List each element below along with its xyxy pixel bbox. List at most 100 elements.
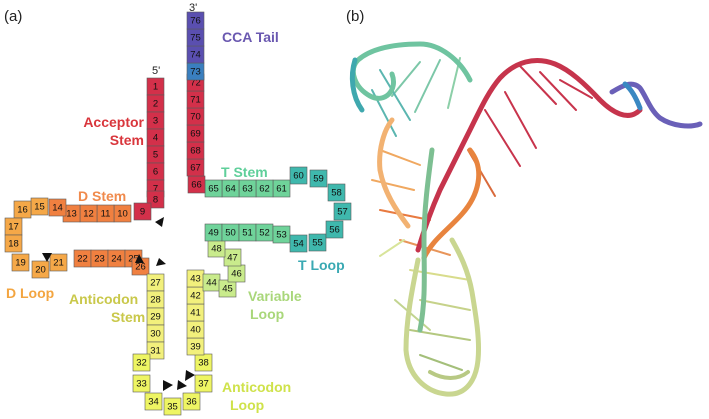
nucleotide-number-68: 68 xyxy=(190,146,201,157)
three-prime-label: 3' xyxy=(189,2,197,14)
t-loop-backbone xyxy=(349,57,365,113)
panel-label-b: (b) xyxy=(346,8,364,25)
nucleotide-number-71: 71 xyxy=(190,95,201,106)
nucleotide-number-37: 37 xyxy=(198,379,209,390)
nucleotide-52: 52 xyxy=(255,223,274,242)
nucleotide-73: 73 xyxy=(186,62,205,81)
nucleotide-number-70: 70 xyxy=(190,112,201,123)
nucleotide-53: 53 xyxy=(272,225,291,244)
trna-3d-structure xyxy=(349,41,703,397)
nucleotide-number-26: 26 xyxy=(135,262,146,273)
nucleotide-59: 59 xyxy=(309,169,328,188)
cca-73-backbone xyxy=(622,81,643,111)
panel-label-a: (a) xyxy=(4,8,22,25)
nucleotide-54: 54 xyxy=(289,234,308,253)
nucleotide-number-55: 55 xyxy=(312,238,323,249)
nucleotide-41: 41 xyxy=(186,303,205,322)
nucleotide-number-64: 64 xyxy=(225,184,236,195)
nucleotide-number-32: 32 xyxy=(136,358,147,369)
nucleotide-58: 58 xyxy=(327,183,346,202)
nucleotide-box-76 xyxy=(186,11,205,30)
nucleotide-number-53: 53 xyxy=(276,230,287,241)
nucleotide-64: 64 xyxy=(221,179,240,198)
nucleotide-40: 40 xyxy=(186,320,205,339)
nucleotide-22: 22 xyxy=(73,249,92,268)
nucleotide-box-53 xyxy=(272,225,291,244)
nucleotide-number-2: 2 xyxy=(153,99,158,110)
nucleotide-box-35 xyxy=(163,397,182,416)
nucleotide-number-28: 28 xyxy=(150,295,161,306)
nucleotide-number-43: 43 xyxy=(190,274,201,285)
nucleotide-number-30: 30 xyxy=(150,329,161,340)
nucleotide-number-73: 73 xyxy=(190,67,201,78)
nucleotide-51: 51 xyxy=(238,223,257,242)
nucleotide-number-23: 23 xyxy=(94,254,105,265)
variable-backbone xyxy=(417,147,435,333)
nucleotide-box-18 xyxy=(4,234,23,253)
nucleotide-27: 27 xyxy=(146,273,165,292)
nucleotide-number-69: 69 xyxy=(190,129,201,140)
nucleotide-number-27: 27 xyxy=(150,278,161,289)
nucleotide-1: 1 xyxy=(146,77,165,96)
nucleotide-21: 21 xyxy=(49,253,68,272)
nucleotide-box-59 xyxy=(309,169,328,188)
nucleotide-number-38: 38 xyxy=(198,358,209,369)
nucleotide-number-63: 63 xyxy=(242,184,253,195)
nucleotide-35: 35 xyxy=(163,397,182,416)
nucleotide-number-75: 75 xyxy=(190,33,201,44)
nucleotide-36: 36 xyxy=(182,392,201,411)
nucleotide-number-61: 61 xyxy=(276,184,287,195)
nucleotide-box-19 xyxy=(11,253,30,272)
nucleotide-11: 11 xyxy=(96,204,115,223)
nucleotide-50: 50 xyxy=(221,223,240,242)
nucleotide-number-33: 33 xyxy=(136,379,147,390)
region-label-variable-1: Variable xyxy=(248,288,302,304)
nucleotide-box-31 xyxy=(146,341,165,360)
nucleotide-number-72: 72 xyxy=(190,78,201,89)
nucleotide-10: 10 xyxy=(113,204,132,223)
nucleotide-number-6: 6 xyxy=(153,167,158,178)
region-label-anticodon-stem-2: Stem xyxy=(111,309,145,325)
nucleotide-number-36: 36 xyxy=(186,397,197,408)
t-arm-backbone xyxy=(350,41,473,101)
d-loop-backbone xyxy=(377,117,411,229)
nucleotide-number-20: 20 xyxy=(35,265,46,276)
nucleotide-number-52: 52 xyxy=(259,228,270,239)
nucleotide-number-76: 76 xyxy=(190,16,201,27)
nucleotide-box-55 xyxy=(308,233,327,252)
nucleotide-6: 6 xyxy=(146,162,165,181)
nucleotide-number-59: 59 xyxy=(313,174,324,185)
tertiary-marker-26 xyxy=(135,254,144,263)
region-label-anticodon-stem-1: Anticodon xyxy=(69,291,138,307)
nucleotide-box-33 xyxy=(132,374,151,393)
nucleotide-42: 42 xyxy=(186,286,205,305)
nucleotide-box-60 xyxy=(289,166,308,185)
nucleotide-44: 44 xyxy=(202,273,221,292)
nucleotide-number-19: 19 xyxy=(15,258,26,269)
nucleotide-46: 46 xyxy=(227,264,246,283)
nucleotide-19: 19 xyxy=(11,253,30,272)
tertiary-marker-36a xyxy=(177,380,187,390)
nucleotide-39: 39 xyxy=(186,337,205,356)
nucleotide-number-14: 14 xyxy=(52,203,63,214)
nucleotide-18: 18 xyxy=(4,234,23,253)
region-label-t-loop: T Loop xyxy=(298,257,345,273)
nucleotide-number-11: 11 xyxy=(101,209,111,220)
nucleotide-68: 68 xyxy=(186,141,205,160)
five-prime-label: 5' xyxy=(152,65,160,77)
nucleotide-38: 38 xyxy=(194,353,213,372)
nucleotide-number-51: 51 xyxy=(242,228,253,239)
nucleotide-number-41: 41 xyxy=(190,308,201,319)
nucleotide-number-34: 34 xyxy=(148,397,159,408)
nucleotide-65: 65 xyxy=(204,179,223,198)
nucleotide-number-22: 22 xyxy=(77,254,88,265)
nucleotide-number-58: 58 xyxy=(331,188,342,199)
tertiary-marker-26b xyxy=(156,258,166,266)
nucleotide-75: 75 xyxy=(186,28,205,47)
nucleotide-number-57: 57 xyxy=(337,207,348,218)
nucleotide-number-42: 42 xyxy=(190,291,201,302)
nucleotide-number-21: 21 xyxy=(53,258,64,269)
anticodon-backbone xyxy=(403,237,482,397)
nucleotide-16: 16 xyxy=(13,200,32,219)
